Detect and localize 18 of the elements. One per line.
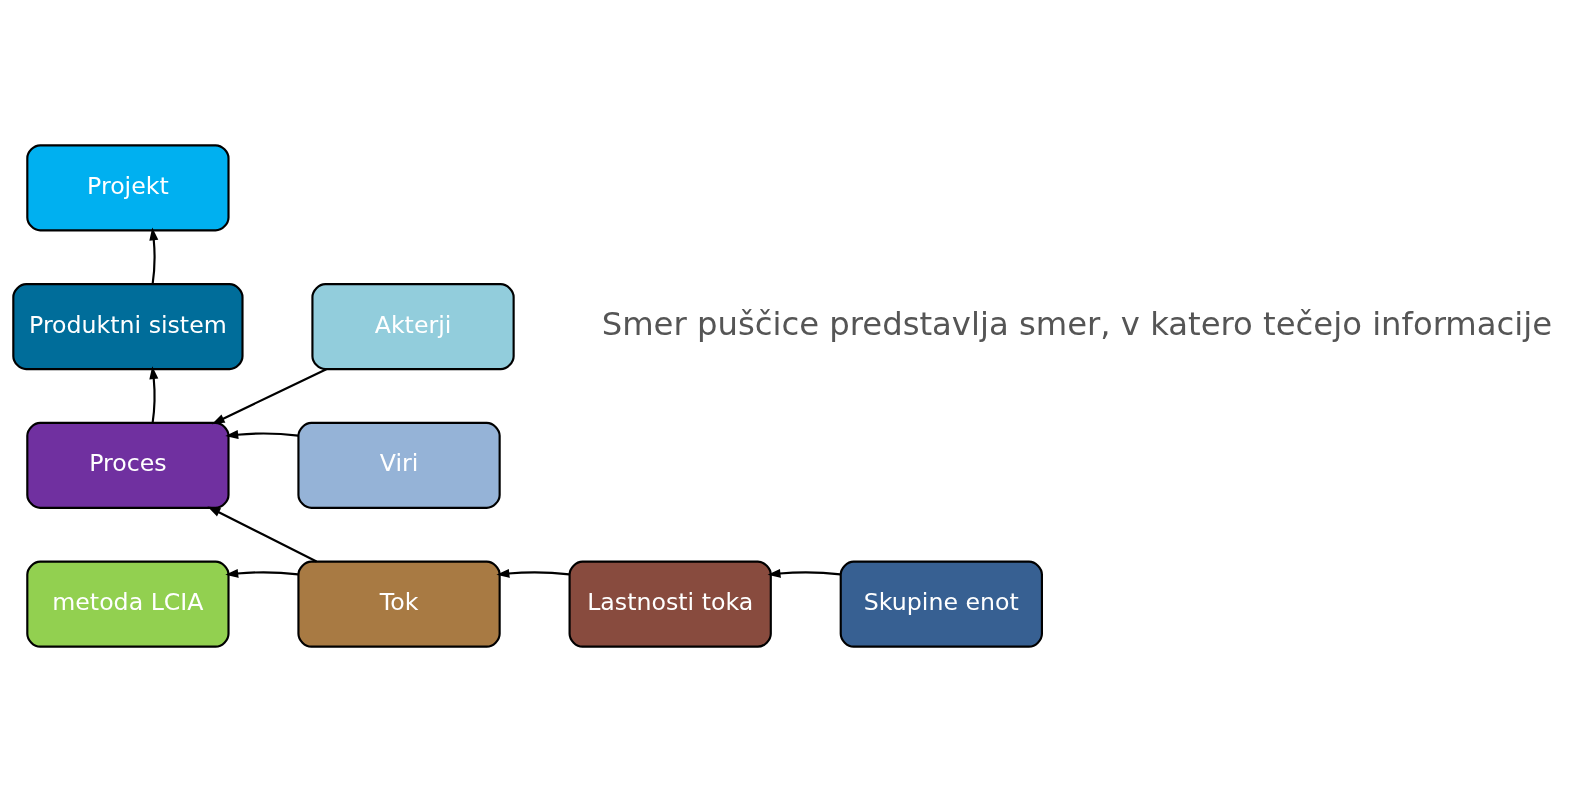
arrow <box>767 568 841 578</box>
node-box: Projekt <box>26 144 230 232</box>
arrow <box>149 366 159 423</box>
arrow <box>149 227 159 285</box>
arrow <box>225 568 299 578</box>
node-box: Proces <box>26 421 230 509</box>
arrow <box>207 506 317 563</box>
node-box: Produktni sistem <box>12 283 244 371</box>
node-box: Akterji <box>311 283 515 371</box>
arrow <box>496 568 570 578</box>
node-box: Viri <box>297 421 501 509</box>
arrow <box>211 368 327 425</box>
node-box: metoda LCIA <box>26 560 230 648</box>
node-box: Skupine enot <box>839 560 1043 648</box>
node-box: Tok <box>297 560 501 648</box>
node-box: Lastnosti toka <box>568 560 772 648</box>
arrow <box>225 430 299 440</box>
label: Smer puščice predstavlja smer, v katero tečejo informacije <box>601 304 1553 343</box>
